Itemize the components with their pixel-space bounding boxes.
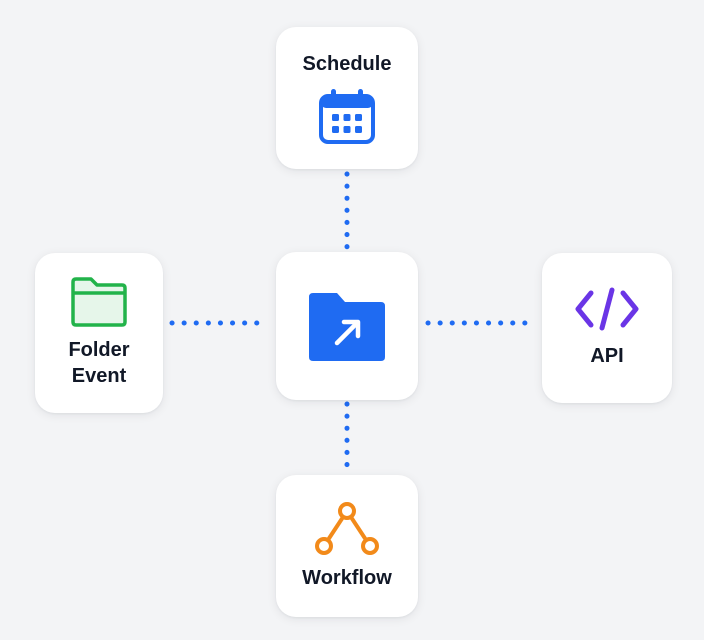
folder-event-label: Folder Event	[68, 339, 130, 387]
folder-arrow-icon	[307, 289, 387, 363]
schedule-label: Schedule	[302, 53, 392, 75]
workflow-label: Workflow	[302, 567, 392, 589]
folder-event-node[interactable]: Folder Event	[35, 253, 163, 413]
folder-icon	[71, 277, 127, 327]
api-node[interactable]: API	[542, 253, 672, 403]
workflow-icon	[314, 501, 380, 557]
calendar-icon	[318, 87, 376, 145]
workflow-node[interactable]: Workflow	[276, 475, 418, 617]
hub-node[interactable]	[276, 252, 418, 400]
api-label: API	[590, 345, 624, 367]
code-icon	[575, 287, 639, 331]
schedule-node[interactable]: Schedule	[276, 27, 418, 169]
